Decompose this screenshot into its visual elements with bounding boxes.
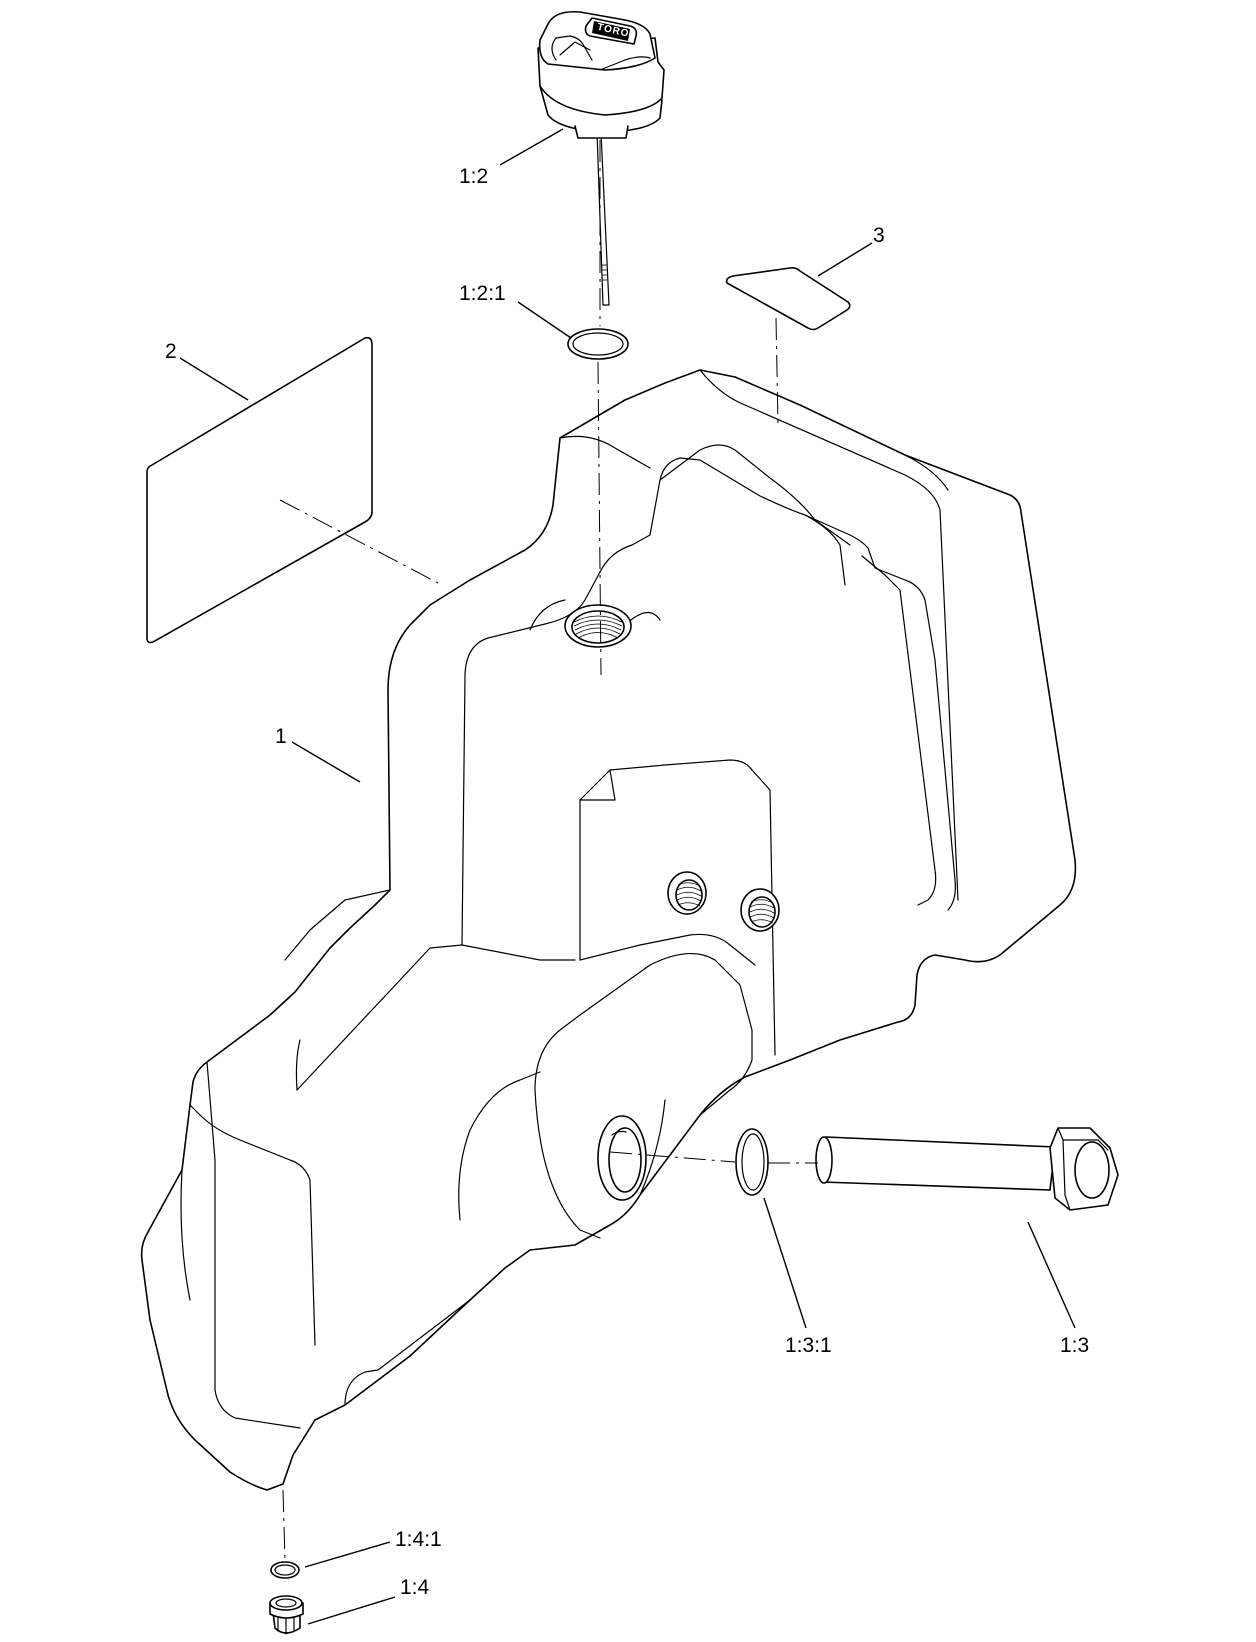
callout-drain-plug: 1:4: [400, 1576, 430, 1599]
callout-cap-o-ring: 1:2:1: [459, 282, 506, 305]
fitting-o-ring: [735, 1128, 769, 1196]
assembly-center-lines: [279, 140, 818, 1561]
fitting: [815, 1127, 1119, 1211]
drain-plug-o-ring: [270, 1561, 300, 1579]
callout-fill-cap: 1:2: [459, 165, 488, 188]
fill-cap-with-dipstick: TORO: [537, 10, 665, 306]
side-port-2: [740, 888, 780, 932]
callout-tank: 1: [275, 725, 287, 748]
drain-plug: [269, 1595, 304, 1635]
leader-lines: [179, 128, 1076, 1625]
callout-fitting-o-ring: 1:3:1: [785, 1334, 832, 1357]
callout-drain-plug-o-ring: 1:4:1: [395, 1528, 442, 1551]
side-port-1: [667, 871, 707, 915]
decal-large: [146, 336, 373, 644]
callout-decal-small: 3: [873, 224, 885, 247]
callout-decal-large: 2: [165, 340, 177, 363]
cap-o-ring: [567, 328, 629, 360]
decal-small: [725, 267, 851, 331]
callout-labels: 1:2 1:2:1 2 3 1 1:3:1 1:3 1:4:1 1:4: [165, 165, 1089, 1599]
pin-port: [597, 1115, 647, 1201]
hydraulic-tank: [140, 369, 1077, 1491]
callout-fitting: 1:3: [1060, 1334, 1089, 1357]
